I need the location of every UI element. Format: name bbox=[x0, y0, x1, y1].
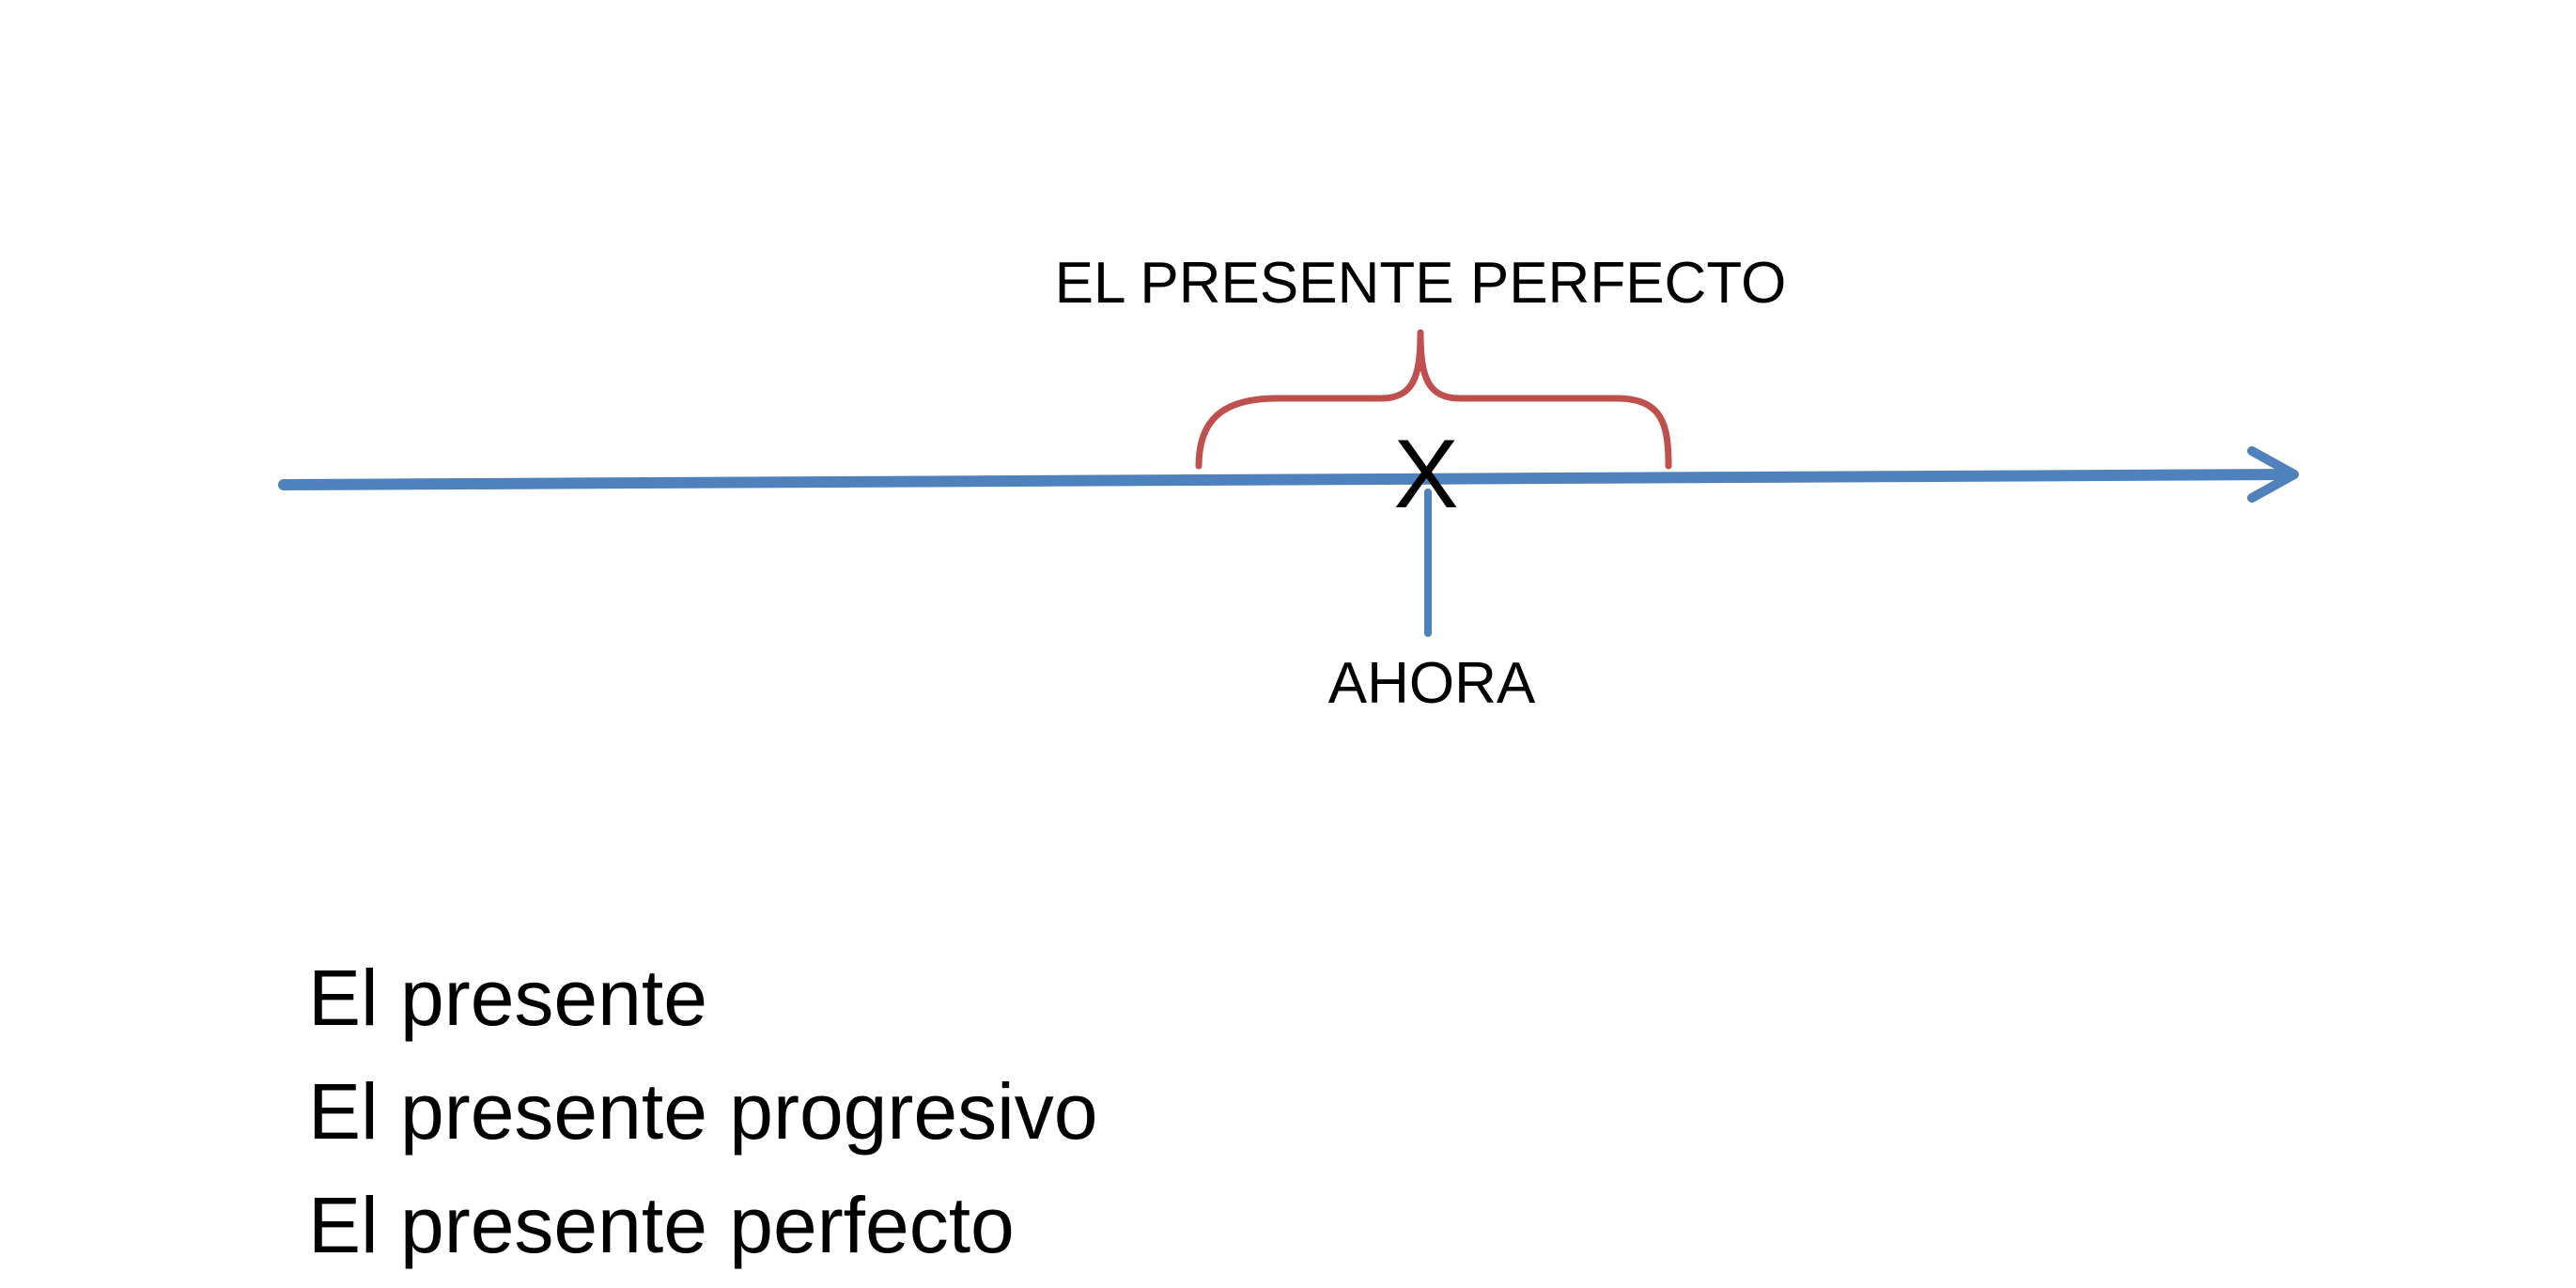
timeline-arrowhead bbox=[2247, 446, 2299, 503]
list-item: El presente perfecto bbox=[308, 1181, 1015, 1269]
present-perfect-brace bbox=[1195, 329, 1672, 470]
list-item: El presente progresivo bbox=[308, 1067, 1098, 1156]
present-marker: X bbox=[1393, 420, 1458, 529]
now-label: AHORA bbox=[1328, 651, 1536, 716]
timeline-line bbox=[278, 469, 2298, 490]
tense-list: El presente El presente progresivo El pr… bbox=[308, 941, 1097, 1282]
bracket-label: EL PRESENTE PERFECTO bbox=[1055, 251, 1787, 316]
list-item: El presente bbox=[308, 954, 707, 1042]
